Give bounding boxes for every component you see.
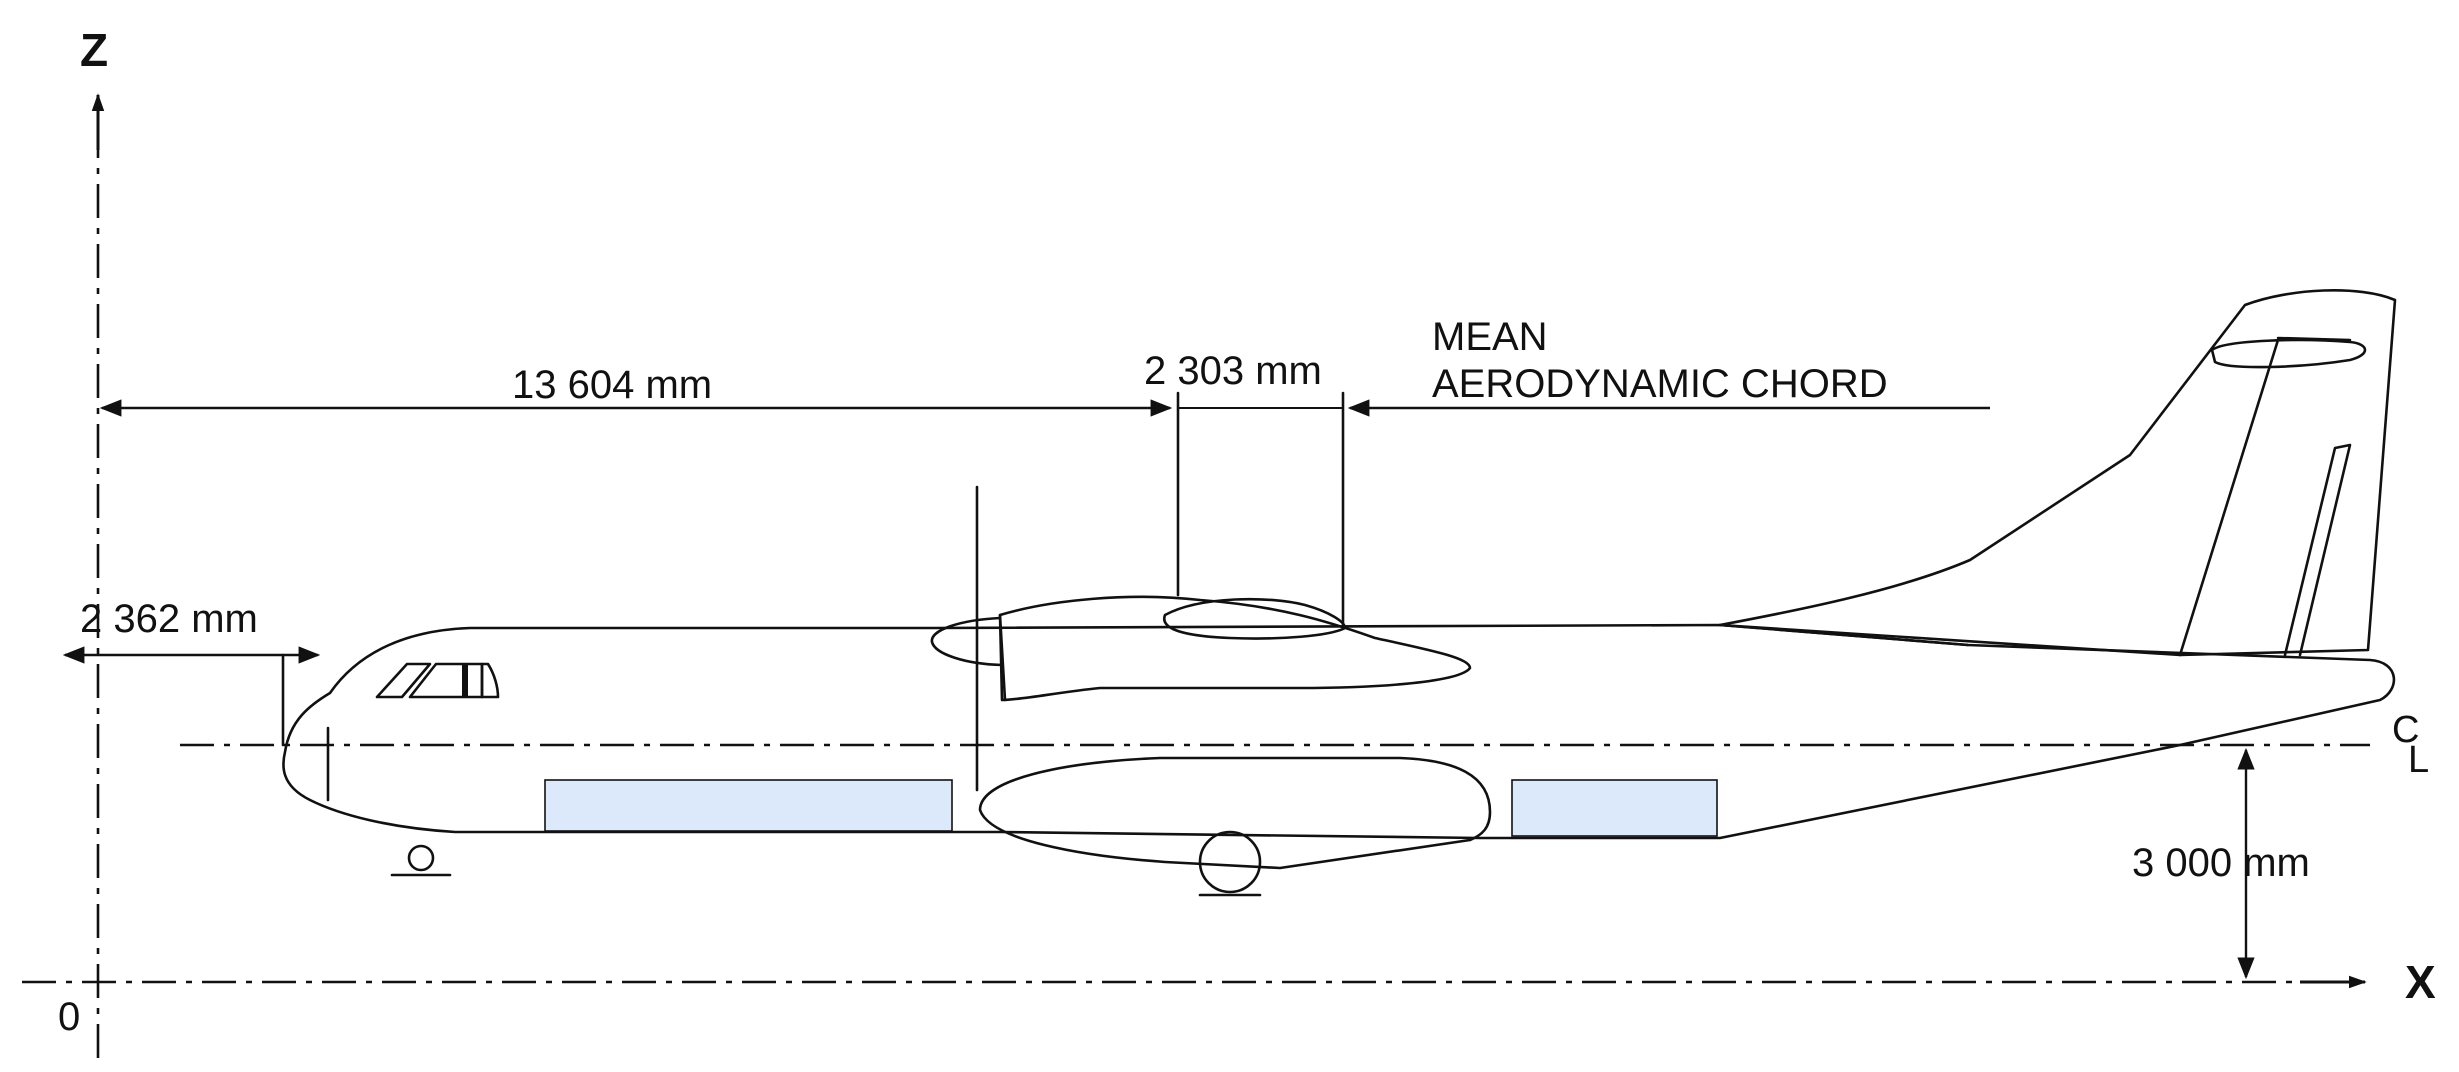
engine-nacelle bbox=[998, 595, 1472, 702]
vertical-tail bbox=[1718, 289, 2397, 657]
centerline-label-l: L bbox=[2408, 739, 2429, 781]
cockpit-window-left bbox=[375, 662, 432, 699]
fuselage-outline bbox=[282, 623, 2396, 840]
origin-label: 0 bbox=[58, 995, 80, 1039]
x-axis-label: X bbox=[2405, 956, 2436, 1008]
main-gear-fairing bbox=[978, 756, 1492, 870]
tail-leading-edge-detail bbox=[2178, 338, 2280, 657]
nose-landing-gear-wheel bbox=[407, 844, 435, 872]
horizontal-stabilizer bbox=[2210, 338, 2367, 369]
wing-outline bbox=[1162, 597, 1347, 640]
propeller-spinner bbox=[930, 616, 1004, 667]
nacelle-intake-line bbox=[998, 613, 1007, 702]
centerline-label-c: C bbox=[2392, 709, 2419, 751]
forward-cargo-door bbox=[544, 779, 953, 832]
main-landing-gear-wheel bbox=[1198, 830, 1262, 894]
dimension-nose-offset: 2 362 mm bbox=[80, 597, 258, 641]
cockpit-window-center bbox=[408, 662, 484, 699]
mac-label-line2: AERODYNAMIC CHORD bbox=[1432, 362, 1888, 406]
aft-cargo-door bbox=[1511, 779, 1718, 837]
dimension-mac-length: 2 303 mm bbox=[1144, 349, 1322, 393]
cockpit-window-right bbox=[480, 662, 500, 699]
mac-label-line1: MEAN bbox=[1432, 315, 1548, 359]
dimension-datum-to-mac: 13 604 mm bbox=[512, 363, 712, 407]
rudder bbox=[2283, 443, 2352, 657]
z-axis-label: Z bbox=[80, 24, 108, 76]
dimension-centerline-height: 3 000 mm bbox=[2132, 841, 2310, 885]
